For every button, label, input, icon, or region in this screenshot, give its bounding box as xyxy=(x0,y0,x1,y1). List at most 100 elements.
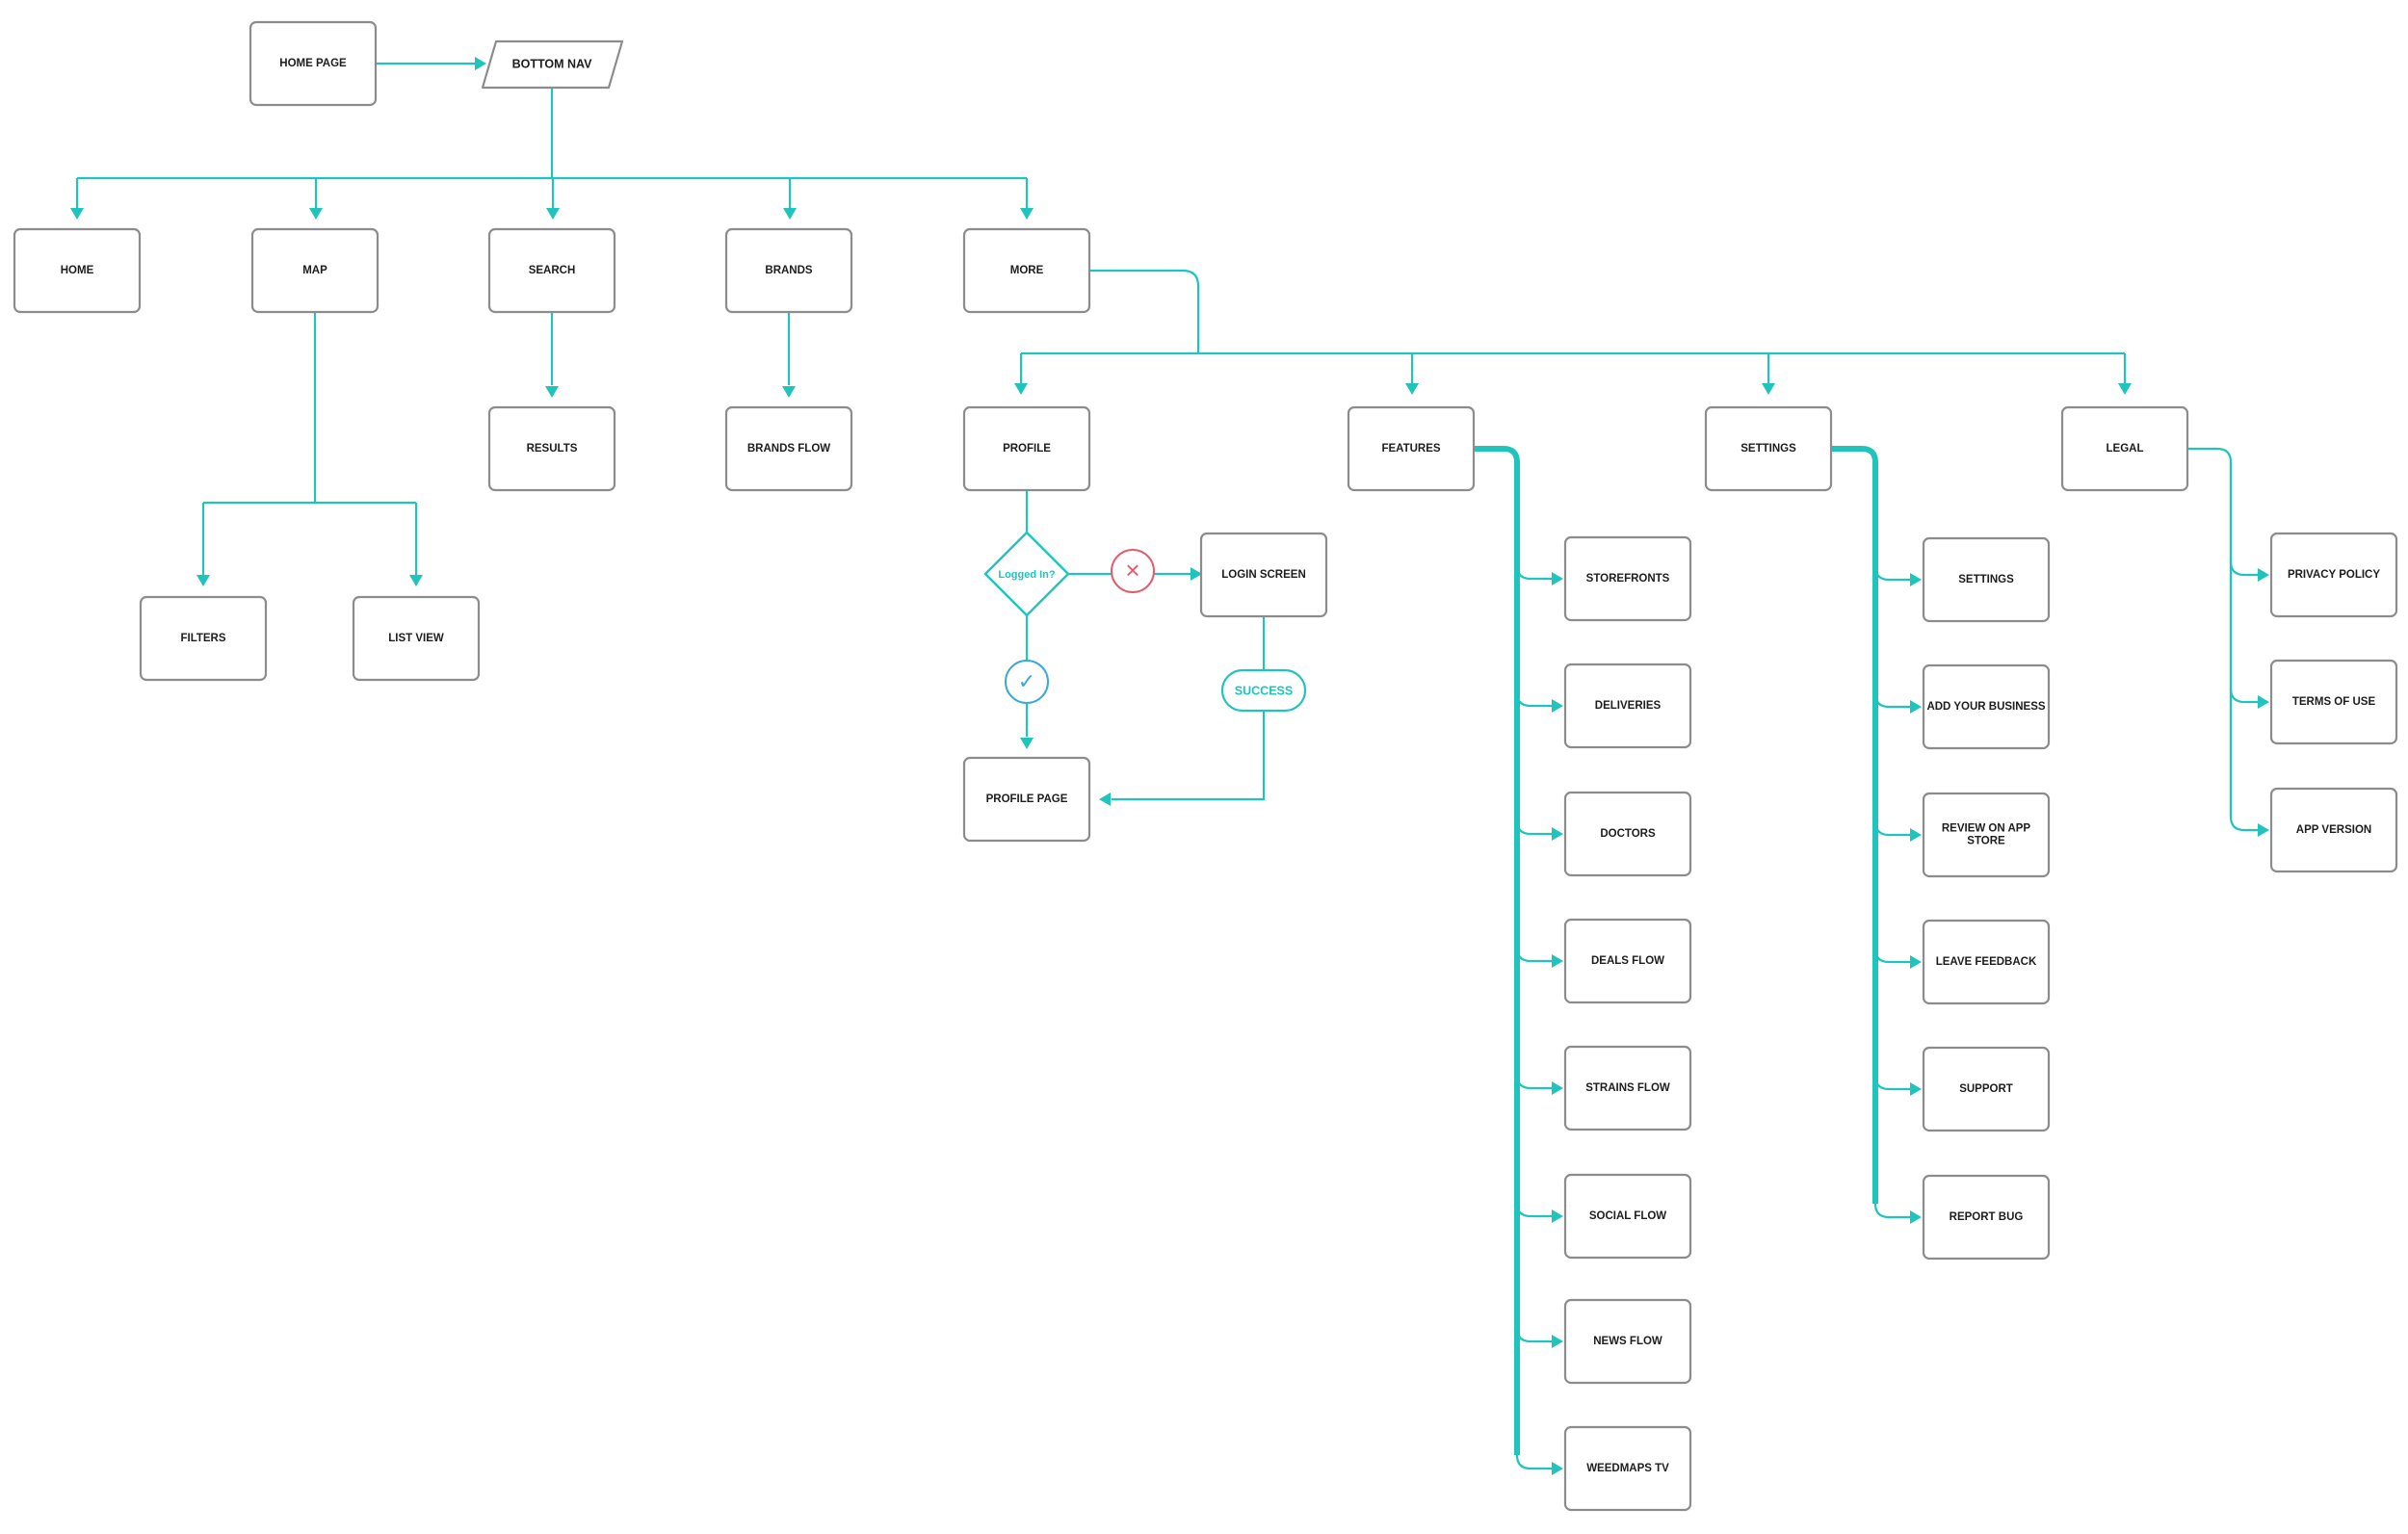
settings-item-5: REPORT BUG xyxy=(1922,1174,2051,1261)
features-item-4-frame xyxy=(1563,1045,1692,1131)
node-features-frame xyxy=(1347,405,1476,492)
arrow-head xyxy=(1191,567,1202,581)
node-home-page: HOME PAGE xyxy=(249,20,378,107)
edge-success-profile xyxy=(1112,711,1266,801)
legal-item-1: TERMS OF USE xyxy=(2269,659,2398,745)
arrow-head xyxy=(409,575,423,586)
yes-badge-icon: ✓ xyxy=(1005,660,1049,704)
arrow-head xyxy=(1552,699,1563,713)
arrow-head xyxy=(1552,954,1563,968)
node-more-frame xyxy=(962,227,1091,314)
legal-item-0: PRIVACY POLICY xyxy=(2269,532,2398,618)
legal-branch xyxy=(2229,816,2260,832)
node-profile-page-label: PROFILE PAGE xyxy=(986,793,1068,805)
node-home-frame xyxy=(13,227,142,314)
node-home-page-frame xyxy=(249,20,378,107)
settings-branch xyxy=(1873,692,1912,709)
legal-item-2: APP VERSION xyxy=(2269,787,2398,873)
decision-logged-in-label: Logged In? xyxy=(998,569,1056,581)
node-features-label: FEATURES xyxy=(1381,443,1440,455)
arrow-head xyxy=(1910,1210,1922,1224)
settings-branch xyxy=(1873,948,1912,964)
arrow-head xyxy=(475,57,486,70)
features-item-1-frame xyxy=(1563,663,1692,749)
node-legal: LEGAL xyxy=(2060,405,2189,492)
success-terminal-frame xyxy=(1220,668,1307,713)
features-branch xyxy=(1515,691,1554,708)
settings-branch xyxy=(1873,565,1912,582)
node-more-label: MORE xyxy=(1010,265,1044,276)
settings-item-3-frame xyxy=(1922,919,2051,1005)
arrow-head xyxy=(1910,828,1922,842)
arrow-head xyxy=(1762,383,1775,395)
no-badge-glyph: × xyxy=(1125,556,1139,585)
node-brands-flow-label: BRANDS FLOW xyxy=(747,443,830,455)
node-brands: BRANDS xyxy=(724,227,853,314)
arrow-head xyxy=(1020,738,1034,749)
decision-logged-in: Logged In? xyxy=(983,531,1070,617)
node-results-label: RESULTS xyxy=(527,443,578,455)
arrow-head xyxy=(2258,568,2269,582)
features-branch xyxy=(1515,564,1554,581)
arrow-head xyxy=(1910,573,1922,586)
node-filters-label: FILTERS xyxy=(180,633,225,644)
settings-item-1-frame xyxy=(1922,663,2051,750)
node-results-frame xyxy=(487,405,616,492)
node-home-page-label: HOME PAGE xyxy=(279,58,347,69)
features-item-2-label: DOCTORS xyxy=(1600,828,1656,840)
arrow-head xyxy=(782,386,796,398)
features-item-7: WEEDMAPS TV xyxy=(1563,1425,1692,1512)
features-item-5-label: SOCIAL FLOW xyxy=(1589,1210,1666,1222)
settings-item-2-label: STORE xyxy=(1967,836,2005,847)
arrow-head xyxy=(546,208,560,220)
yes-badge-glyph: ✓ xyxy=(1018,669,1035,693)
node-login-screen-frame xyxy=(1199,532,1328,618)
features-item-0-label: STOREFRONTS xyxy=(1586,573,1670,585)
settings-item-0-frame xyxy=(1922,536,2051,623)
features-trunk xyxy=(1474,446,1520,1455)
features-item-0: STOREFRONTS xyxy=(1563,535,1692,622)
node-more: MORE xyxy=(962,227,1091,314)
node-legal-frame xyxy=(2060,405,2189,492)
legal-item-2-frame xyxy=(2269,787,2398,873)
legal-item-1-label: TERMS OF USE xyxy=(2292,696,2376,708)
node-bottom-nav-label: BOTTOM NAV xyxy=(512,57,593,70)
settings-item-3-label: LEAVE FEEDBACK xyxy=(1936,956,2037,968)
arrow-head xyxy=(1552,1081,1563,1095)
arrow-head xyxy=(1099,793,1111,806)
features-item-6-label: NEWS FLOW xyxy=(1593,1336,1662,1347)
settings-item-3: LEAVE FEEDBACK xyxy=(1922,919,2051,1005)
node-profile-page: PROFILE PAGE xyxy=(962,756,1091,843)
decision-logged-in-frame xyxy=(983,531,1070,617)
arrow-head xyxy=(783,208,797,220)
node-filters-frame xyxy=(139,595,268,682)
features-item-6-frame xyxy=(1563,1298,1692,1385)
settings-item-1-label: ADD YOUR BUSINESS xyxy=(1926,701,2045,713)
features-item-4: STRAINS FLOW xyxy=(1563,1045,1692,1131)
legal-item-0-frame xyxy=(2269,532,2398,618)
node-settings: SETTINGS xyxy=(1704,405,1833,492)
node-login-screen: LOGIN SCREEN xyxy=(1199,532,1328,618)
settings-item-5-label: REPORT BUG xyxy=(1950,1211,2024,1223)
node-list-view-frame xyxy=(352,595,481,682)
features-item-7-frame xyxy=(1563,1425,1692,1512)
features-item-3-label: DEALS FLOW xyxy=(1591,955,1664,967)
node-features: FEATURES xyxy=(1347,405,1476,492)
settings-item-2-label: REVIEW ON APP xyxy=(1942,823,2031,835)
node-settings-label: SETTINGS xyxy=(1741,443,1796,455)
features-item-7-label: WEEDMAPS TV xyxy=(1586,1463,1669,1474)
node-search-label: SEARCH xyxy=(529,265,576,276)
features-item-5: SOCIAL FLOW xyxy=(1563,1173,1692,1260)
arrow-head xyxy=(2258,695,2269,709)
node-login-screen-label: LOGIN SCREEN xyxy=(1221,569,1306,581)
features-item-3-frame xyxy=(1563,918,1692,1004)
legal-item-0-label: PRIVACY POLICY xyxy=(2288,569,2380,581)
success-terminal-label: SUCCESS xyxy=(1235,684,1293,697)
legal-branch xyxy=(2229,560,2260,577)
no-badge-ring xyxy=(1111,549,1155,593)
node-legal-label: LEGAL xyxy=(2107,443,2144,455)
settings-branch xyxy=(1873,820,1912,837)
features-branch xyxy=(1515,1074,1554,1090)
features-item-5-frame xyxy=(1563,1173,1692,1260)
connectors xyxy=(70,57,2269,1475)
